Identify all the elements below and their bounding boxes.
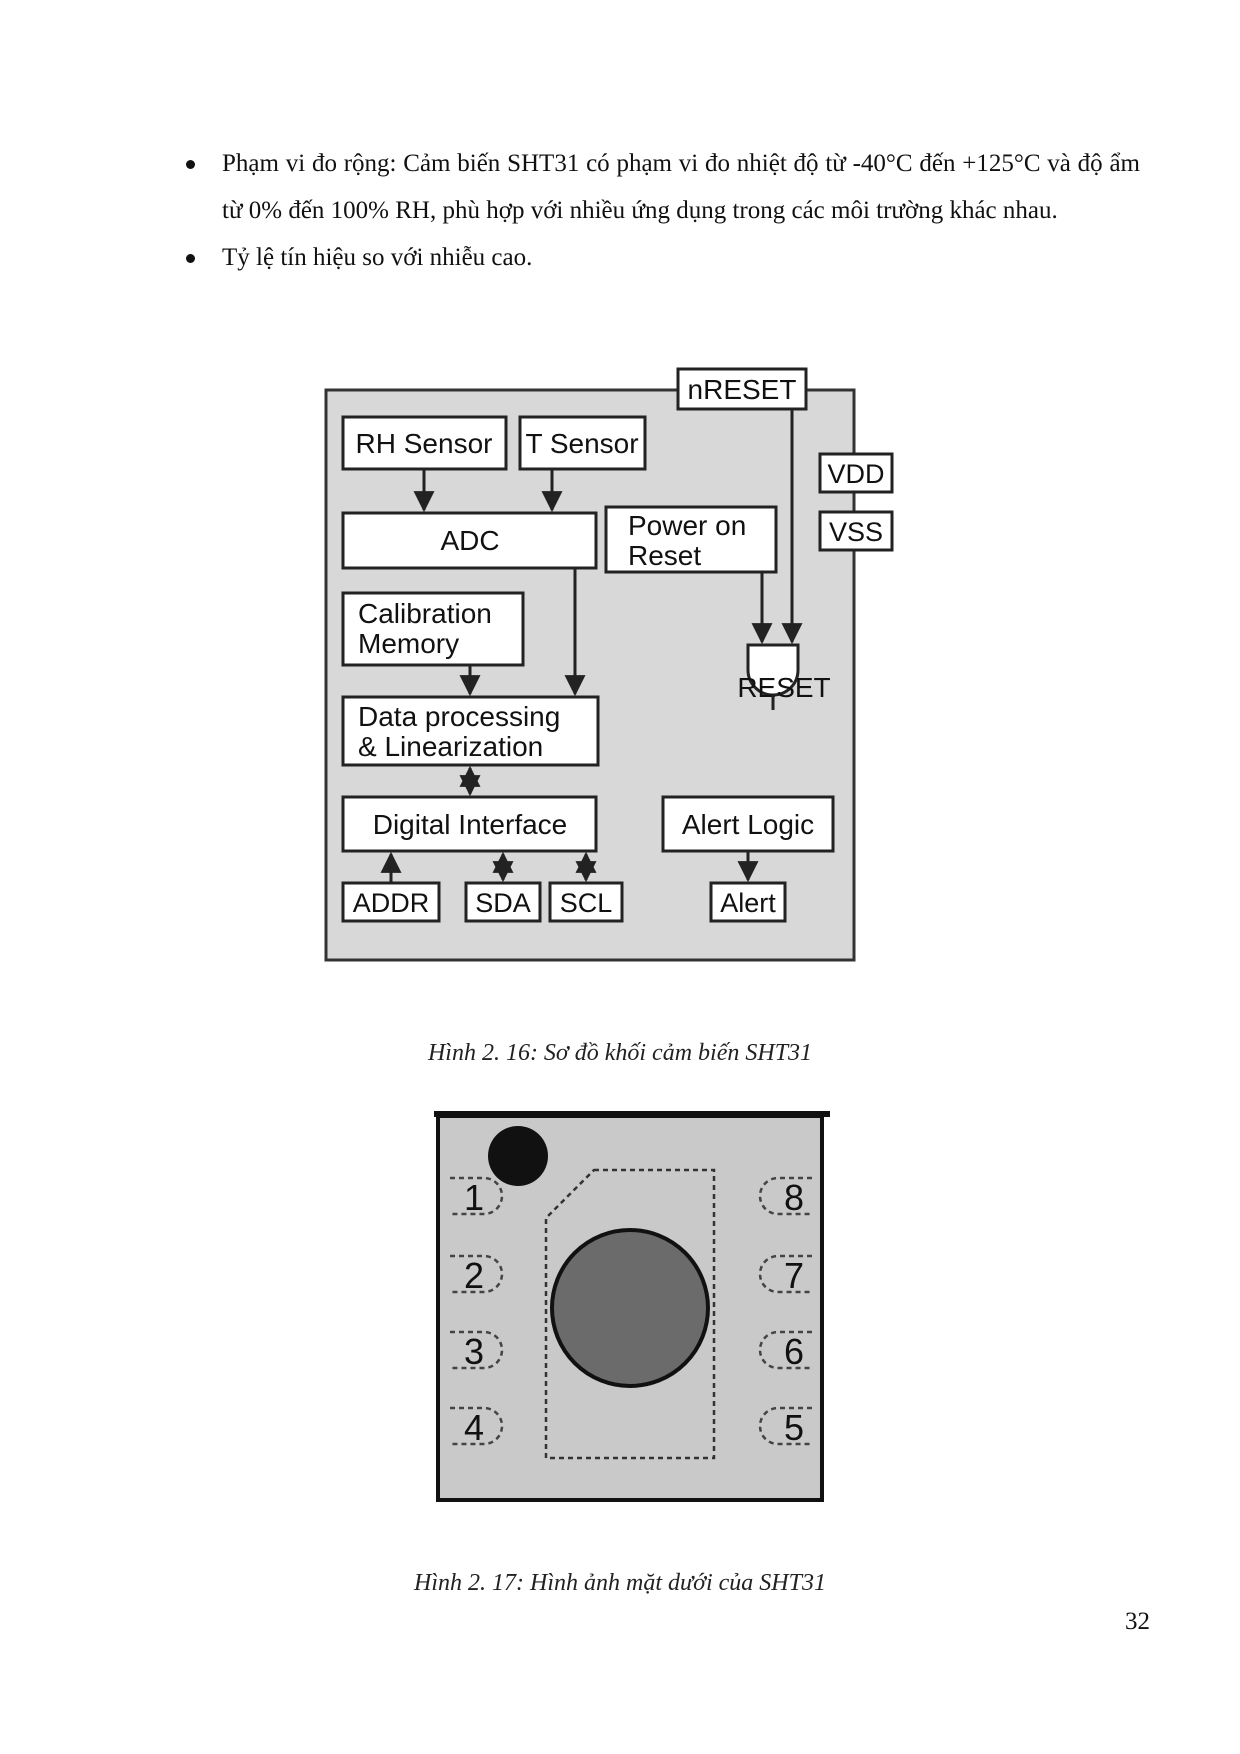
bullet-list: Phạm vi đo rộng: Cảm biến SHT31 có phạm … [180,140,1140,281]
block-alert-logic-label: Alert Logic [682,809,814,840]
pin-vdd-label: VDD [827,459,884,489]
block-digital-interface-label: Digital Interface [373,809,568,840]
block-power-on-reset-label: Power on [628,510,746,541]
block-t-sensor-label: T Sensor [525,428,638,459]
pin-sda-label: SDA [475,888,531,918]
block-t-sensor [518,415,647,471]
pin-number-left: 2 [464,1255,484,1296]
pad-right [758,1406,812,1446]
pin-sda [464,881,542,923]
and-gate-icon [746,643,800,697]
pin-number-right: 5 [784,1407,804,1448]
block-calibration-memory [341,591,525,667]
block-data-processing [341,695,600,767]
pin-number-left: 1 [464,1177,484,1218]
block-digital-interface [341,795,598,853]
pin-nreset-label: nRESET [688,374,797,405]
package-svg: 1 2 3 4 8 7 6 5 [434,1111,830,1502]
pin-vss [818,510,894,552]
pad-left [450,1330,504,1370]
pad-left [450,1254,504,1294]
thermal-pad-outline [544,1168,716,1460]
block-data-processing-label: Data processing [358,701,560,732]
block-power-on-reset-label: Reset [628,540,701,571]
pin-alert [709,881,787,923]
bullet-text: Tỷ lệ tín hiệu so với nhiễu cao. [222,244,533,271]
pin-number-left: 3 [464,1331,484,1372]
page-number: 32 [1125,1608,1150,1635]
pin-scl [548,881,624,923]
bullet-text: Phạm vi đo rộng: Cảm biến SHT31 có phạm … [222,150,1140,224]
block-rh-sensor-label: RH Sensor [356,428,493,459]
bullet-item: Phạm vi đo rộng: Cảm biến SHT31 có phạm … [180,140,1140,234]
pin-alert-label: Alert [720,888,776,918]
pad-left [450,1176,504,1216]
block-calibration-memory-label: Memory [358,628,459,659]
block-alert-logic [661,795,835,853]
pin-addr [341,881,441,923]
block-adc-label: ADC [440,525,499,556]
pin-addr-label: ADDR [353,888,430,918]
bullet-dot-icon [186,160,195,169]
block-power-on-reset [604,505,778,574]
bullet-item: Tỷ lệ tín hiệu so với nhiễu cao. [180,234,1140,281]
pin1-marker-icon [488,1126,548,1186]
pad-right [758,1176,812,1216]
pin-number-right: 6 [784,1331,804,1372]
pin-vss-label: VSS [829,517,883,547]
pin-number-left: 4 [464,1407,484,1448]
block-data-processing-label: & Linearization [358,731,543,762]
block-diagram-svg: nRESET VDD VSS RH Sensor T Sensor ADC Po… [324,367,894,962]
block-calibration-memory-label: Calibration [358,598,492,629]
pad-right [758,1254,812,1294]
bullet-dot-icon [186,254,195,263]
pin-number-right: 7 [784,1255,804,1296]
pin-nreset [676,367,808,411]
pad-right [758,1330,812,1370]
figure-caption-2: Hình 2. 17: Hình ảnh mặt dưới của SHT31 [414,1570,826,1596]
figure-caption-1: Hình 2. 16: Sơ đồ khối cảm biến SHT31 [427,1040,813,1066]
sensor-opening-icon [550,1228,710,1388]
pad-left [450,1406,504,1446]
pin-vdd [818,452,894,494]
package-bottom-view: 1 2 3 4 8 7 6 5 [432,1110,832,1510]
pin-scl-label: SCL [560,888,613,918]
reset-label: RESET [737,672,830,703]
block-adc [341,511,598,570]
pin-number-right: 8 [784,1177,804,1218]
block-diagram: nRESET VDD VSS RH Sensor T Sensor ADC Po… [310,365,990,1005]
